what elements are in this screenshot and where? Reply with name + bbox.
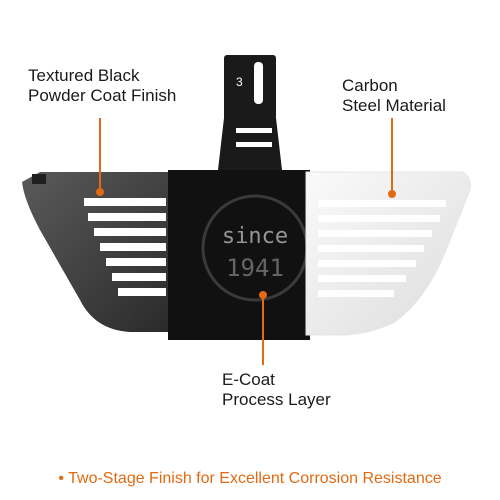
textured-finish-label: Textured Black Powder Coat Finish <box>28 66 176 106</box>
carbon-label-line1: Carbon <box>342 76 398 95</box>
carbon-steel-section <box>305 171 471 336</box>
ecoat-section: since 1941 <box>168 170 310 340</box>
bracket-number: 3 <box>236 75 243 89</box>
ecoat-label-line2: Process Layer <box>222 390 331 409</box>
textured-pointer-dot <box>96 188 104 196</box>
ecoat-layer-label: E-Coat Process Layer <box>222 370 331 410</box>
textured-label-line2: Powder Coat Finish <box>28 86 177 105</box>
ecoat-pointer-dot <box>259 291 267 299</box>
logo-year: 1941 <box>226 254 284 282</box>
caption-bullet: • <box>58 470 64 487</box>
carbon-pointer-dot <box>388 190 396 198</box>
caption-text: Two-Stage Finish for Excellent Corrosion… <box>68 470 442 487</box>
ecoat-label-line1: E-Coat <box>222 370 275 389</box>
textured-label-line1: Textured Black <box>28 66 140 85</box>
textured-black-section <box>22 172 172 332</box>
mounting-bracket: 3 <box>218 55 282 170</box>
carbon-label-line2: Steel Material <box>342 96 446 115</box>
feature-caption: • Two-Stage Finish for Excellent Corrosi… <box>0 470 500 488</box>
logo-since: since <box>222 224 288 249</box>
callout-pointers <box>96 118 396 365</box>
carbon-steel-label: Carbon Steel Material <box>342 76 446 116</box>
